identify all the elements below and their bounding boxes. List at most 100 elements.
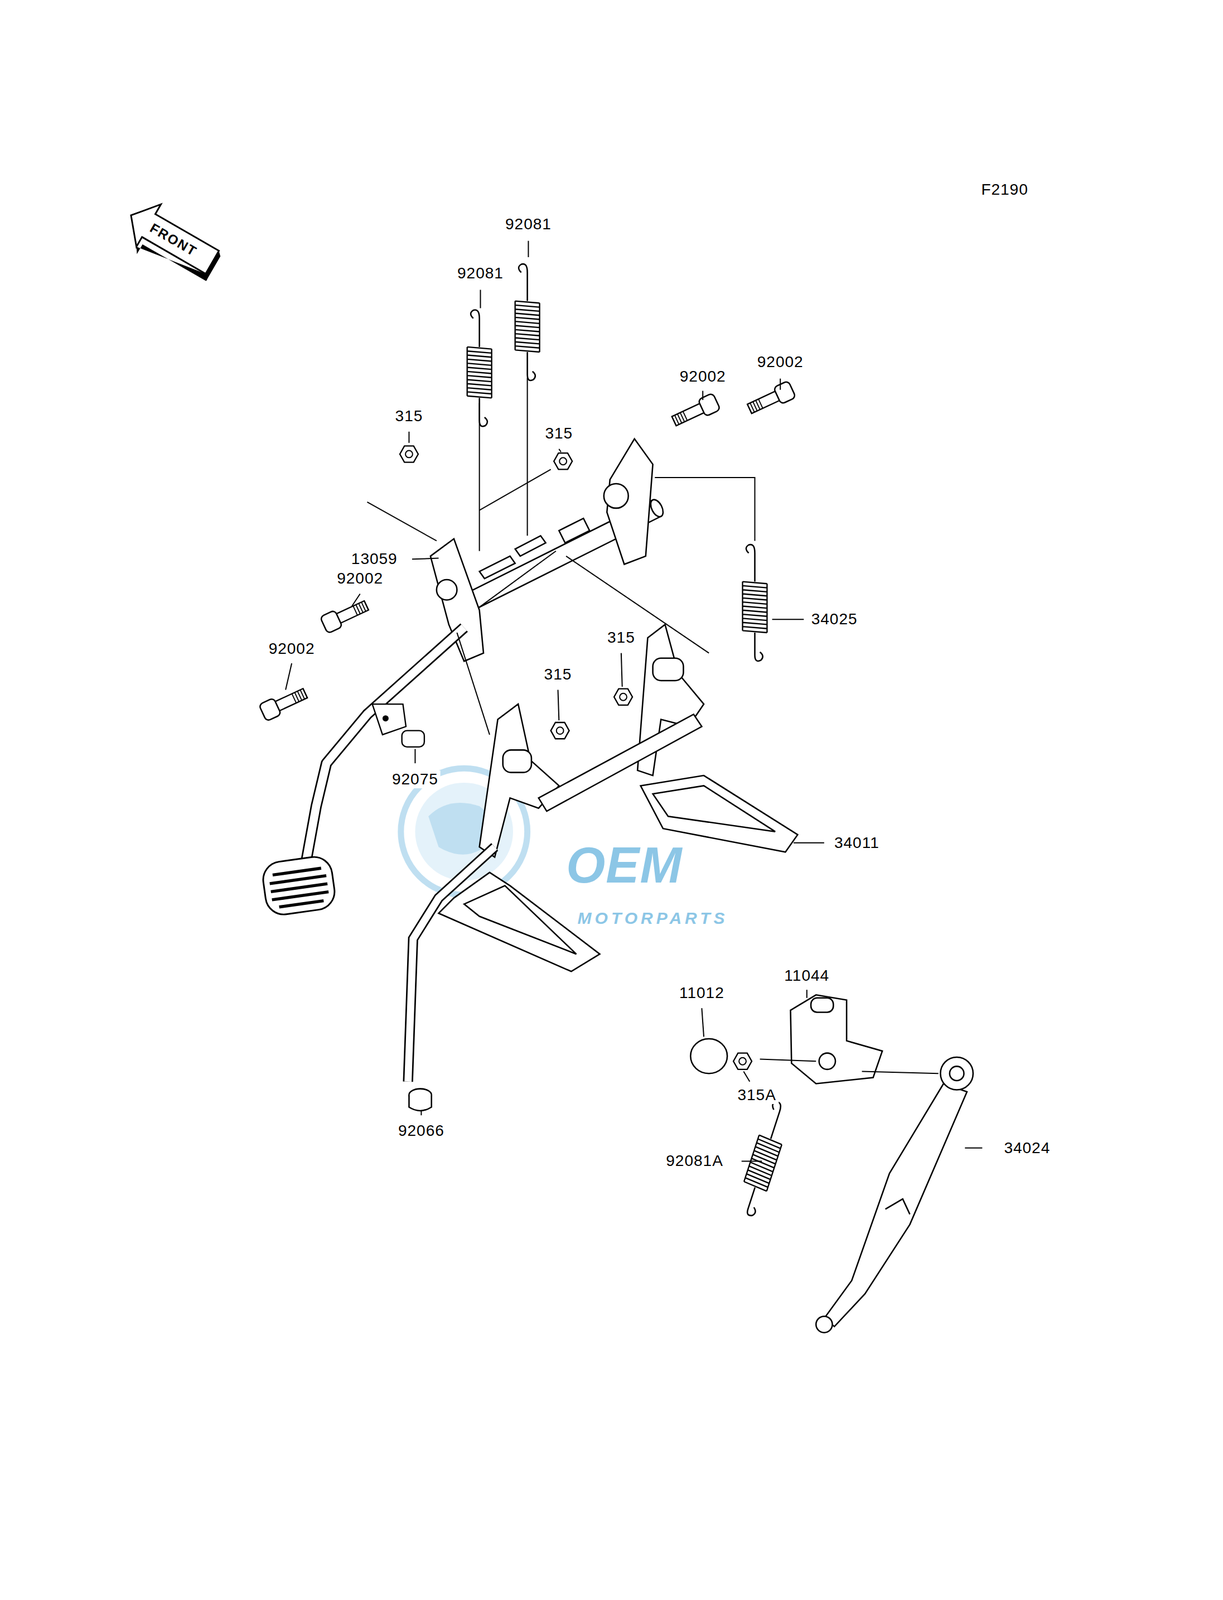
leader-line bbox=[793, 842, 825, 844]
bolt bbox=[670, 392, 721, 429]
callout-number: 34024 bbox=[1001, 1138, 1053, 1157]
center-stand bbox=[408, 846, 495, 1082]
leader-line bbox=[527, 377, 529, 536]
side-stand bbox=[824, 1083, 968, 1326]
bolt bbox=[320, 596, 371, 633]
direction-label: FRONT bbox=[144, 219, 202, 261]
callout-number: 92002 bbox=[755, 353, 806, 371]
callout-number: 34011 bbox=[832, 833, 882, 852]
side-stand bbox=[690, 994, 974, 1332]
center-stand bbox=[408, 846, 495, 1082]
leader-line bbox=[479, 469, 551, 510]
brake-pedal bbox=[260, 854, 337, 917]
side-stand bbox=[815, 1315, 833, 1332]
pivot-shaft bbox=[558, 518, 590, 543]
leader-line bbox=[760, 1059, 817, 1062]
pivot-shaft bbox=[515, 535, 546, 557]
brake-pedal bbox=[306, 627, 464, 863]
leader-line bbox=[479, 550, 557, 608]
callout-number: 92075 bbox=[389, 770, 441, 789]
leader-line bbox=[862, 1071, 939, 1074]
leader-line bbox=[351, 593, 361, 607]
leader-line bbox=[420, 1109, 422, 1115]
center-stand bbox=[503, 749, 532, 772]
leader-line bbox=[566, 556, 709, 654]
front-arrow bbox=[115, 194, 228, 291]
leader-line bbox=[741, 1159, 763, 1162]
center-stand bbox=[408, 624, 799, 1111]
front-arrow bbox=[202, 250, 223, 282]
spring bbox=[467, 263, 795, 1218]
leader-line bbox=[412, 558, 439, 560]
side-stand bbox=[810, 997, 834, 1013]
brake-pedal bbox=[260, 854, 337, 917]
side-stand bbox=[940, 1056, 974, 1090]
callout-number: 11044 bbox=[781, 966, 832, 985]
spring bbox=[734, 1099, 794, 1218]
brake-pedal bbox=[306, 627, 464, 863]
nut bbox=[399, 445, 419, 462]
leader-line bbox=[456, 632, 490, 735]
callout-number: 315 bbox=[542, 424, 575, 443]
bolt bbox=[745, 380, 796, 417]
side-stand bbox=[819, 1052, 836, 1070]
side-stand bbox=[949, 1065, 965, 1081]
front-arrow bbox=[118, 194, 225, 284]
callout-number: 92002 bbox=[266, 639, 318, 658]
spring bbox=[515, 263, 540, 381]
leader-line bbox=[779, 378, 781, 390]
callout-number: 92081A bbox=[663, 1151, 726, 1170]
leader-line bbox=[743, 1071, 750, 1082]
center-stand bbox=[653, 658, 684, 681]
brake-pedal bbox=[402, 730, 425, 747]
leader-line bbox=[408, 431, 410, 443]
leader-line bbox=[964, 1147, 983, 1149]
leader-line bbox=[557, 689, 559, 720]
brake-pedal bbox=[382, 714, 389, 722]
nut bbox=[614, 688, 633, 705]
watermark: OEM bbox=[563, 838, 685, 892]
leader-line bbox=[654, 477, 755, 541]
callout-number: 315A bbox=[735, 1085, 778, 1104]
callout-number: 13059 bbox=[349, 549, 400, 568]
leader-line bbox=[558, 448, 562, 452]
leader-line bbox=[285, 663, 292, 690]
center-stand bbox=[463, 885, 577, 955]
spring bbox=[742, 544, 768, 661]
bracket-plate bbox=[603, 483, 629, 509]
callout-number: 92066 bbox=[395, 1121, 447, 1140]
callout-number: 315 bbox=[542, 665, 575, 684]
nut bbox=[550, 722, 570, 739]
nut bbox=[553, 452, 573, 470]
center-stand bbox=[408, 1094, 432, 1111]
nut bbox=[399, 445, 633, 739]
brake-pedal bbox=[268, 867, 331, 908]
leader-line bbox=[701, 1007, 704, 1037]
leader-line bbox=[702, 390, 704, 400]
side-stand bbox=[690, 1038, 728, 1073]
side-stand bbox=[733, 1052, 752, 1070]
leader-line bbox=[479, 289, 481, 308]
callout-number: 92081 bbox=[455, 264, 506, 283]
leader-line bbox=[621, 653, 623, 687]
leader-line bbox=[772, 618, 805, 620]
figure-code: F2190 bbox=[978, 180, 1031, 199]
watermark: MOTORPARTS bbox=[575, 908, 731, 928]
callout-number: 315 bbox=[605, 628, 638, 647]
pivot-shaft bbox=[648, 497, 666, 519]
callout-number: 315 bbox=[393, 407, 426, 425]
bracket-plate bbox=[436, 579, 458, 601]
callout-number: 92002 bbox=[334, 569, 386, 588]
brake-pedal bbox=[260, 627, 465, 917]
callout-number: 34025 bbox=[809, 610, 860, 628]
leader-line bbox=[366, 501, 437, 541]
side-stand bbox=[885, 1198, 911, 1214]
center-stand bbox=[479, 703, 560, 857]
leader-line bbox=[806, 989, 808, 998]
callout-number: 92002 bbox=[677, 367, 729, 386]
callout-number: 11012 bbox=[677, 983, 727, 1002]
bracket-plate bbox=[430, 538, 484, 661]
bolt bbox=[258, 684, 309, 722]
leader-line bbox=[414, 748, 416, 764]
